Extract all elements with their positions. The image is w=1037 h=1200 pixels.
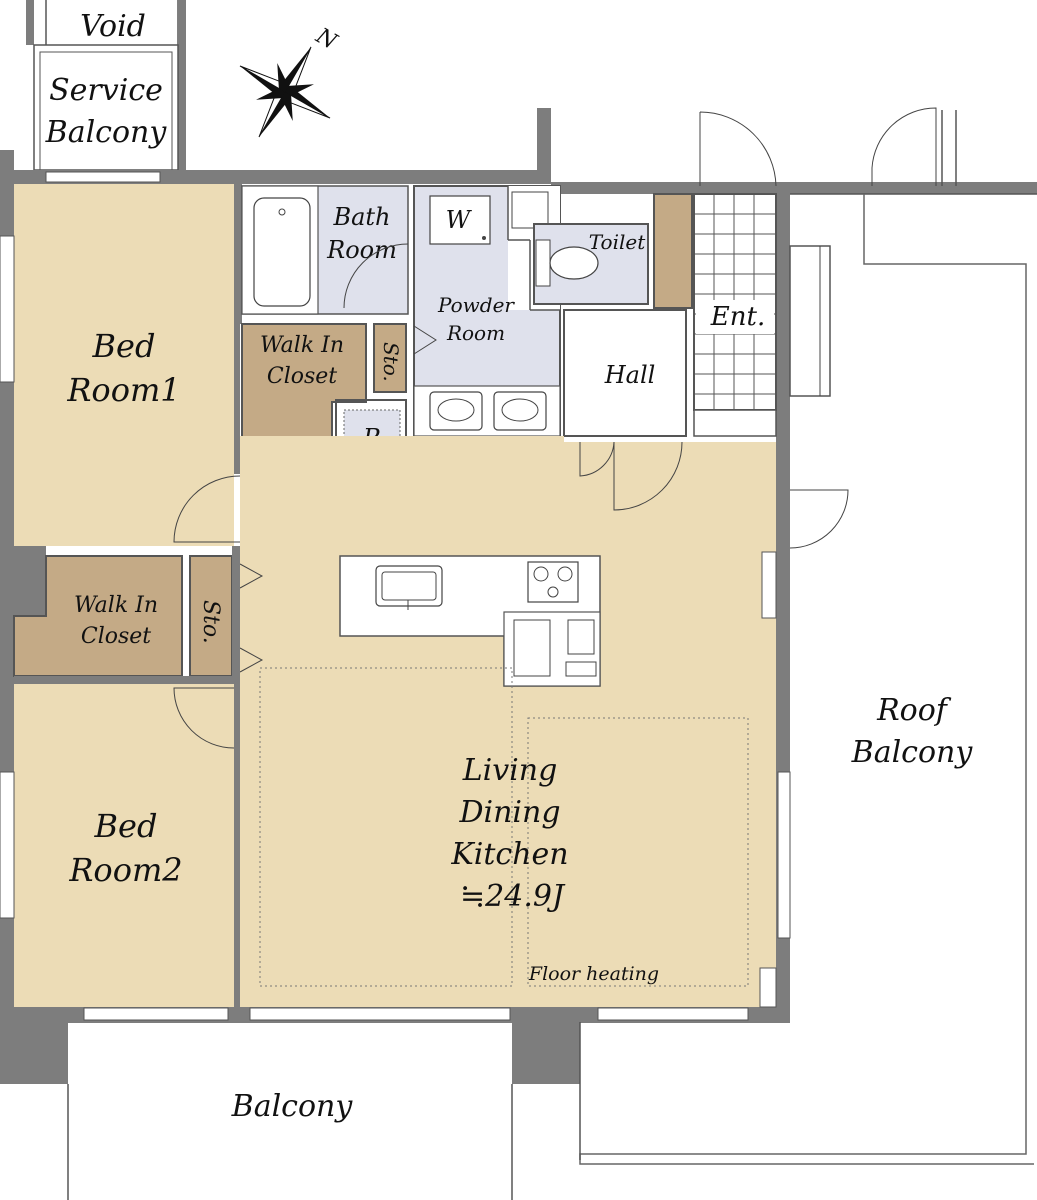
- north-arrow-icon: N: [239, 23, 342, 138]
- entrance: Ent.: [693, 111, 831, 437]
- bedroom-1-label-line1: Bed: [92, 327, 156, 365]
- void-area: Void: [45, 0, 179, 45]
- service-balcony-label-line1: Service: [49, 73, 163, 108]
- bedroom-1-label-line2: Room1: [66, 371, 180, 409]
- service-balcony: Service Balcony: [26, 0, 186, 171]
- ldk-label-line1: Living: [462, 753, 558, 788]
- bath-room-label-line1: Bath: [332, 203, 390, 231]
- storage-1-label: Sto.: [379, 342, 403, 382]
- washer-label: W: [446, 206, 473, 234]
- void-label: Void: [80, 9, 146, 44]
- roof-balcony: Roof Balcony: [579, 107, 1037, 1165]
- walk-in-closet-2-label-line1: Walk In: [74, 593, 158, 618]
- balcony-label: Balcony: [231, 1089, 354, 1124]
- toilet-room: Toilet: [533, 193, 693, 309]
- entrance-label: Ent.: [710, 302, 765, 332]
- walk-in-closet-2: Walk In Closet Sto.: [13, 546, 264, 677]
- floor-heating-label: Floor heating: [528, 963, 659, 985]
- windows: [0, 171, 791, 1021]
- ldk-label-line2: Dining: [458, 795, 560, 830]
- hall: Hall: [563, 309, 687, 437]
- walk-in-closet-1-label-line2: Closet: [267, 364, 337, 389]
- walk-in-closet-2-label-line2: Closet: [81, 624, 151, 649]
- roof-balcony-label-line2: Balcony: [851, 735, 974, 770]
- service-balcony-label-line2: Balcony: [45, 115, 168, 150]
- balcony: Balcony: [67, 1084, 513, 1200]
- powder-room-label-line1: Powder: [437, 293, 515, 317]
- powder-room-label-line2: Room: [446, 321, 505, 345]
- toilet-label: Toilet: [589, 230, 646, 254]
- storage-2-label: Sto.: [198, 600, 223, 644]
- bath-room: Bath Room: [241, 185, 409, 315]
- bedroom-1: Bed Room1: [14, 184, 242, 546]
- hall-label: Hall: [604, 361, 656, 389]
- walk-in-closet-1-label-line1: Walk In: [260, 333, 344, 358]
- roof-balcony-label-line1: Roof: [876, 693, 952, 728]
- living-dining-kitchen: Living Dining Kitchen ≒24.9J Floor heati…: [240, 436, 849, 1008]
- bedroom-2-label-line1: Bed: [94, 807, 158, 845]
- ldk-label-line3: Kitchen: [450, 837, 568, 872]
- north-label: N: [311, 23, 342, 55]
- bedroom-2-label-line2: Room2: [68, 851, 182, 889]
- bath-room-label-line2: Room: [326, 236, 397, 264]
- bedroom-2: Bed Room2: [14, 676, 240, 1007]
- ldk-area-label: ≒24.9J: [460, 879, 566, 914]
